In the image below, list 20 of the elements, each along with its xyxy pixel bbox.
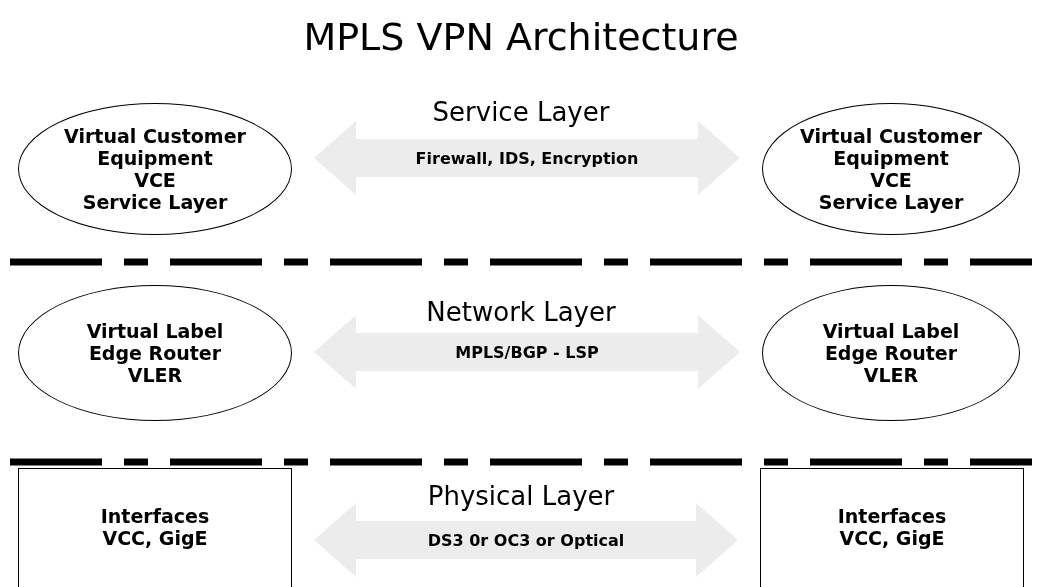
node-text: Virtual Customer Equipment [63, 125, 247, 169]
node-text: Service Layer [82, 191, 228, 213]
node-text: Interfaces [837, 505, 947, 527]
interface-box [18, 468, 292, 587]
node-text: VLER [863, 364, 919, 386]
node-text: VCC, GigE [102, 527, 208, 549]
layer-title: Physical Layer [426, 481, 616, 511]
node-text: VLER [127, 364, 183, 386]
node-text: Virtual Label Edge Router [85, 320, 225, 364]
node-text: Virtual Customer Equipment [799, 125, 983, 169]
diagram-title: MPLS VPN Architecture [302, 14, 740, 60]
node-text: Service Layer [818, 191, 964, 213]
layer-title: Network Layer [425, 297, 617, 327]
node-text: VCE [870, 169, 912, 191]
layer-title: Service Layer [431, 97, 611, 127]
node-text: Virtual Label Edge Router [821, 320, 961, 364]
node-text: VCC, GigE [839, 527, 945, 549]
node-text: VCE [134, 169, 176, 191]
node-text: Interfaces [100, 505, 210, 527]
interface-box [760, 468, 1024, 587]
